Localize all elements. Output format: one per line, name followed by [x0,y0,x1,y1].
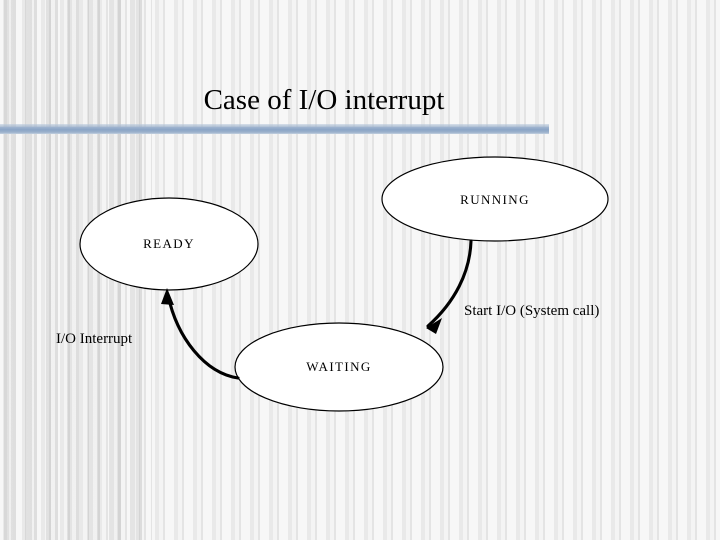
edge-label-start-io: Start I/O (System call) [464,303,600,319]
title-underline-highlight [0,124,549,127]
edge-running-to-waiting-arrowhead [426,318,442,334]
edge-label-io-interrupt: I/O Interrupt [56,331,133,347]
edge-waiting-to-ready-arrowhead [161,288,174,305]
state-node-running-shape[interactable] [381,156,609,242]
state-node-waiting-label: WAITING [306,359,372,374]
state-node-ready-label: READY [143,236,195,251]
state-node-waiting-shape[interactable] [234,322,444,412]
page-title: Case of I/O interrupt [203,84,445,116]
edge-waiting-to-ready[interactable] [166,293,240,380]
state-node-ready-shape[interactable] [79,197,259,291]
edge-running-to-waiting[interactable] [426,239,473,328]
title-underline-rule [0,127,549,134]
state-node-running-label: RUNNING [460,192,530,207]
